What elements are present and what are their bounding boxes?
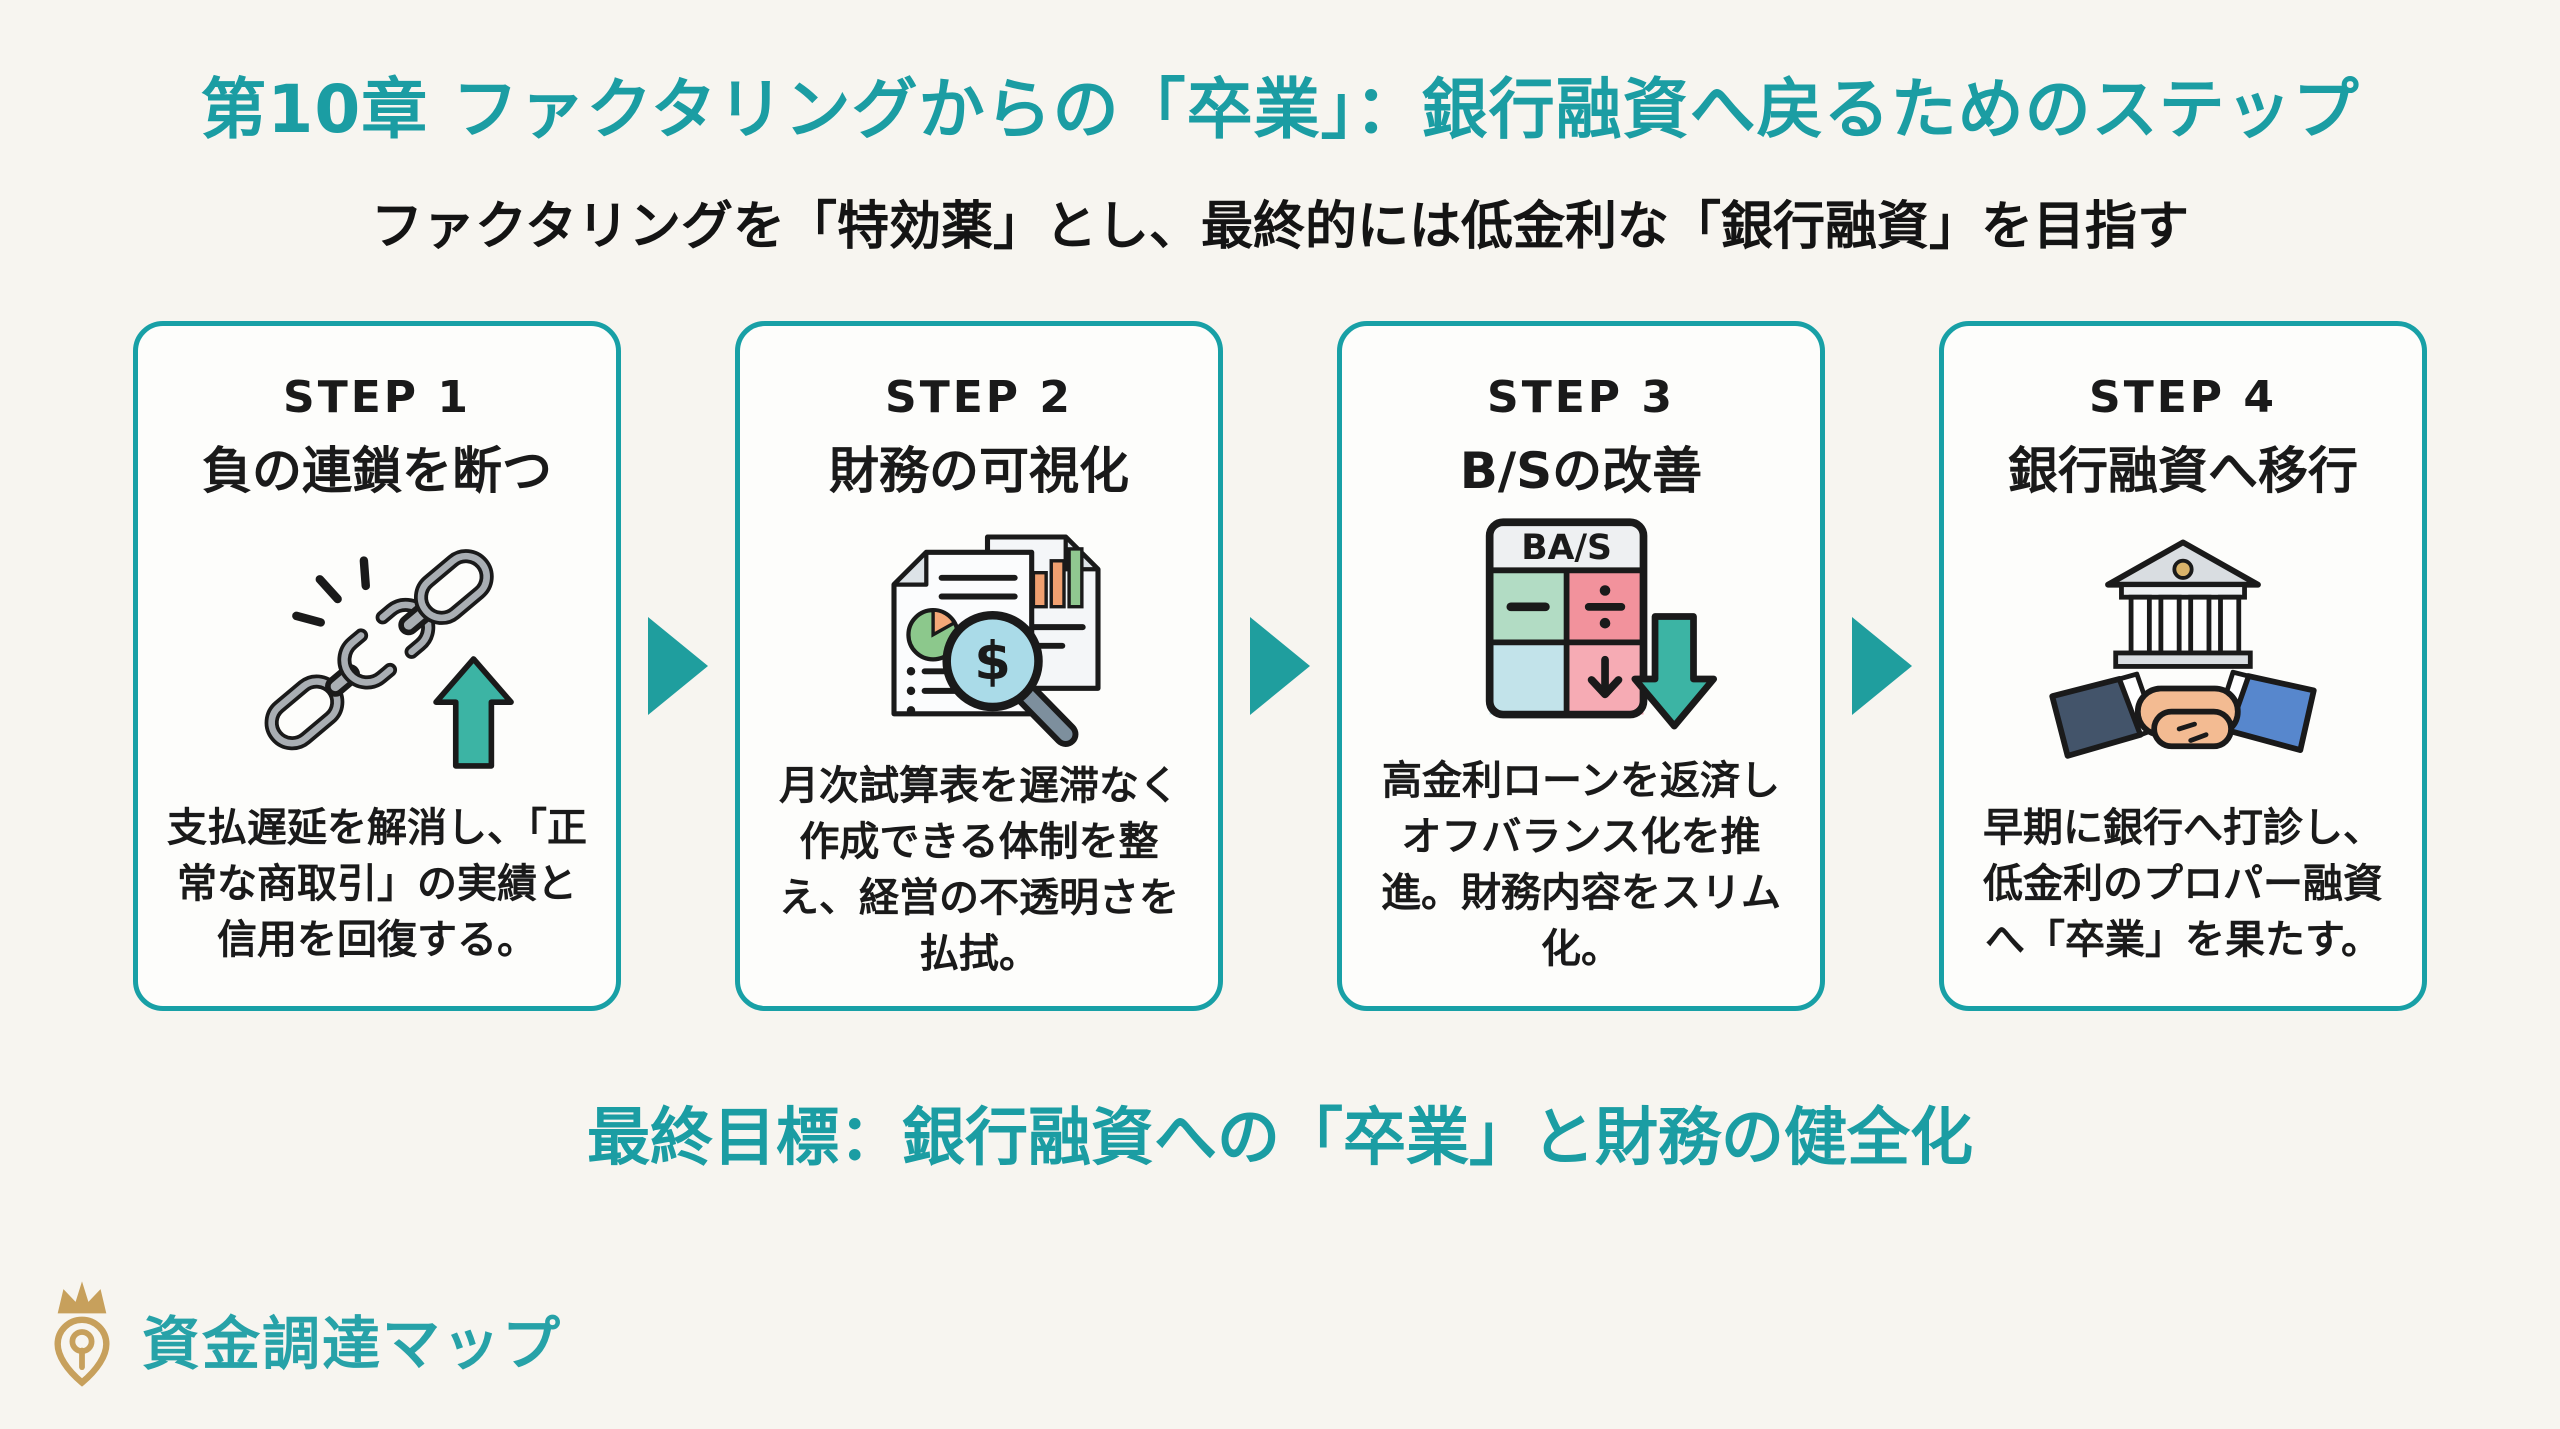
step-description: 早期に銀行へ打診し、低金利のプロパー融資へ「卒業」を果たす。 (1983, 805, 2383, 963)
bank-handshake-icon (1968, 503, 2398, 800)
step-description: 支払遅延を解消し、「正常な商取引」の実績と信用を回復する。 (167, 805, 587, 963)
crown-map-pin-logo (42, 1275, 122, 1403)
balance-sheet-calculator-down-arrow-icon: BA/S (1366, 503, 1796, 753)
step-card-1: STEP 1 負の連鎖を断つ (133, 321, 621, 1011)
bas-label-glyph: BA/S (1521, 528, 1612, 568)
flow-arrow-3 (1825, 321, 1939, 1011)
step-title: 負の連鎖を断つ (202, 442, 552, 500)
dollar-sign-glyph: $ (974, 631, 1011, 692)
step-title: 財務の可視化 (829, 442, 1129, 500)
right-arrow-icon (1852, 617, 1912, 715)
step-number-label: STEP 4 (2089, 372, 2277, 423)
page-title: 第10章 ファクタリングからの「卒業」：銀行融資へ戻るためのステップ (200, 71, 2360, 148)
flow-arrow-1 (621, 321, 735, 1011)
step-description: 月次試算表を遅滞なく作成できる体制を整え、経営の不透明さを払拭。 (779, 763, 1179, 977)
step-card-3: STEP 3 B/Sの改善 BA/S (1337, 321, 1825, 1011)
step-card-2: STEP 2 財務の可視化 (735, 321, 1223, 1011)
brand-name: 資金調達マップ (142, 1310, 563, 1378)
broken-chain-up-arrow-icon (162, 503, 592, 800)
right-arrow-icon (1250, 617, 1310, 715)
step-title: 銀行融資へ移行 (2008, 442, 2358, 500)
step-description: 高金利ローンを返済しオフバランス化を推進。財務内容をスリム化。 (1381, 758, 1781, 972)
step-number-label: STEP 2 (885, 372, 1073, 423)
financial-documents-magnifier-icon: $ (764, 503, 1194, 758)
brand-footer: 資金調達マップ (42, 1275, 562, 1403)
steps-row: STEP 1 負の連鎖を断つ (0, 321, 2560, 1011)
right-arrow-icon (648, 617, 708, 715)
step-number-label: STEP 1 (283, 372, 471, 423)
final-goal-text: 最終目標：銀行融資への「卒業」と財務の健全化 (587, 1101, 1973, 1174)
step-number-label: STEP 3 (1487, 372, 1675, 423)
step-card-4: STEP 4 銀行融資へ移行 (1939, 321, 2427, 1011)
flow-arrow-2 (1223, 321, 1337, 1011)
page-subtitle: ファクタリングを「特効薬」とし、最終的には低金利な「銀行融資」を目指す (371, 197, 2189, 257)
step-title: B/Sの改善 (1459, 442, 1703, 500)
